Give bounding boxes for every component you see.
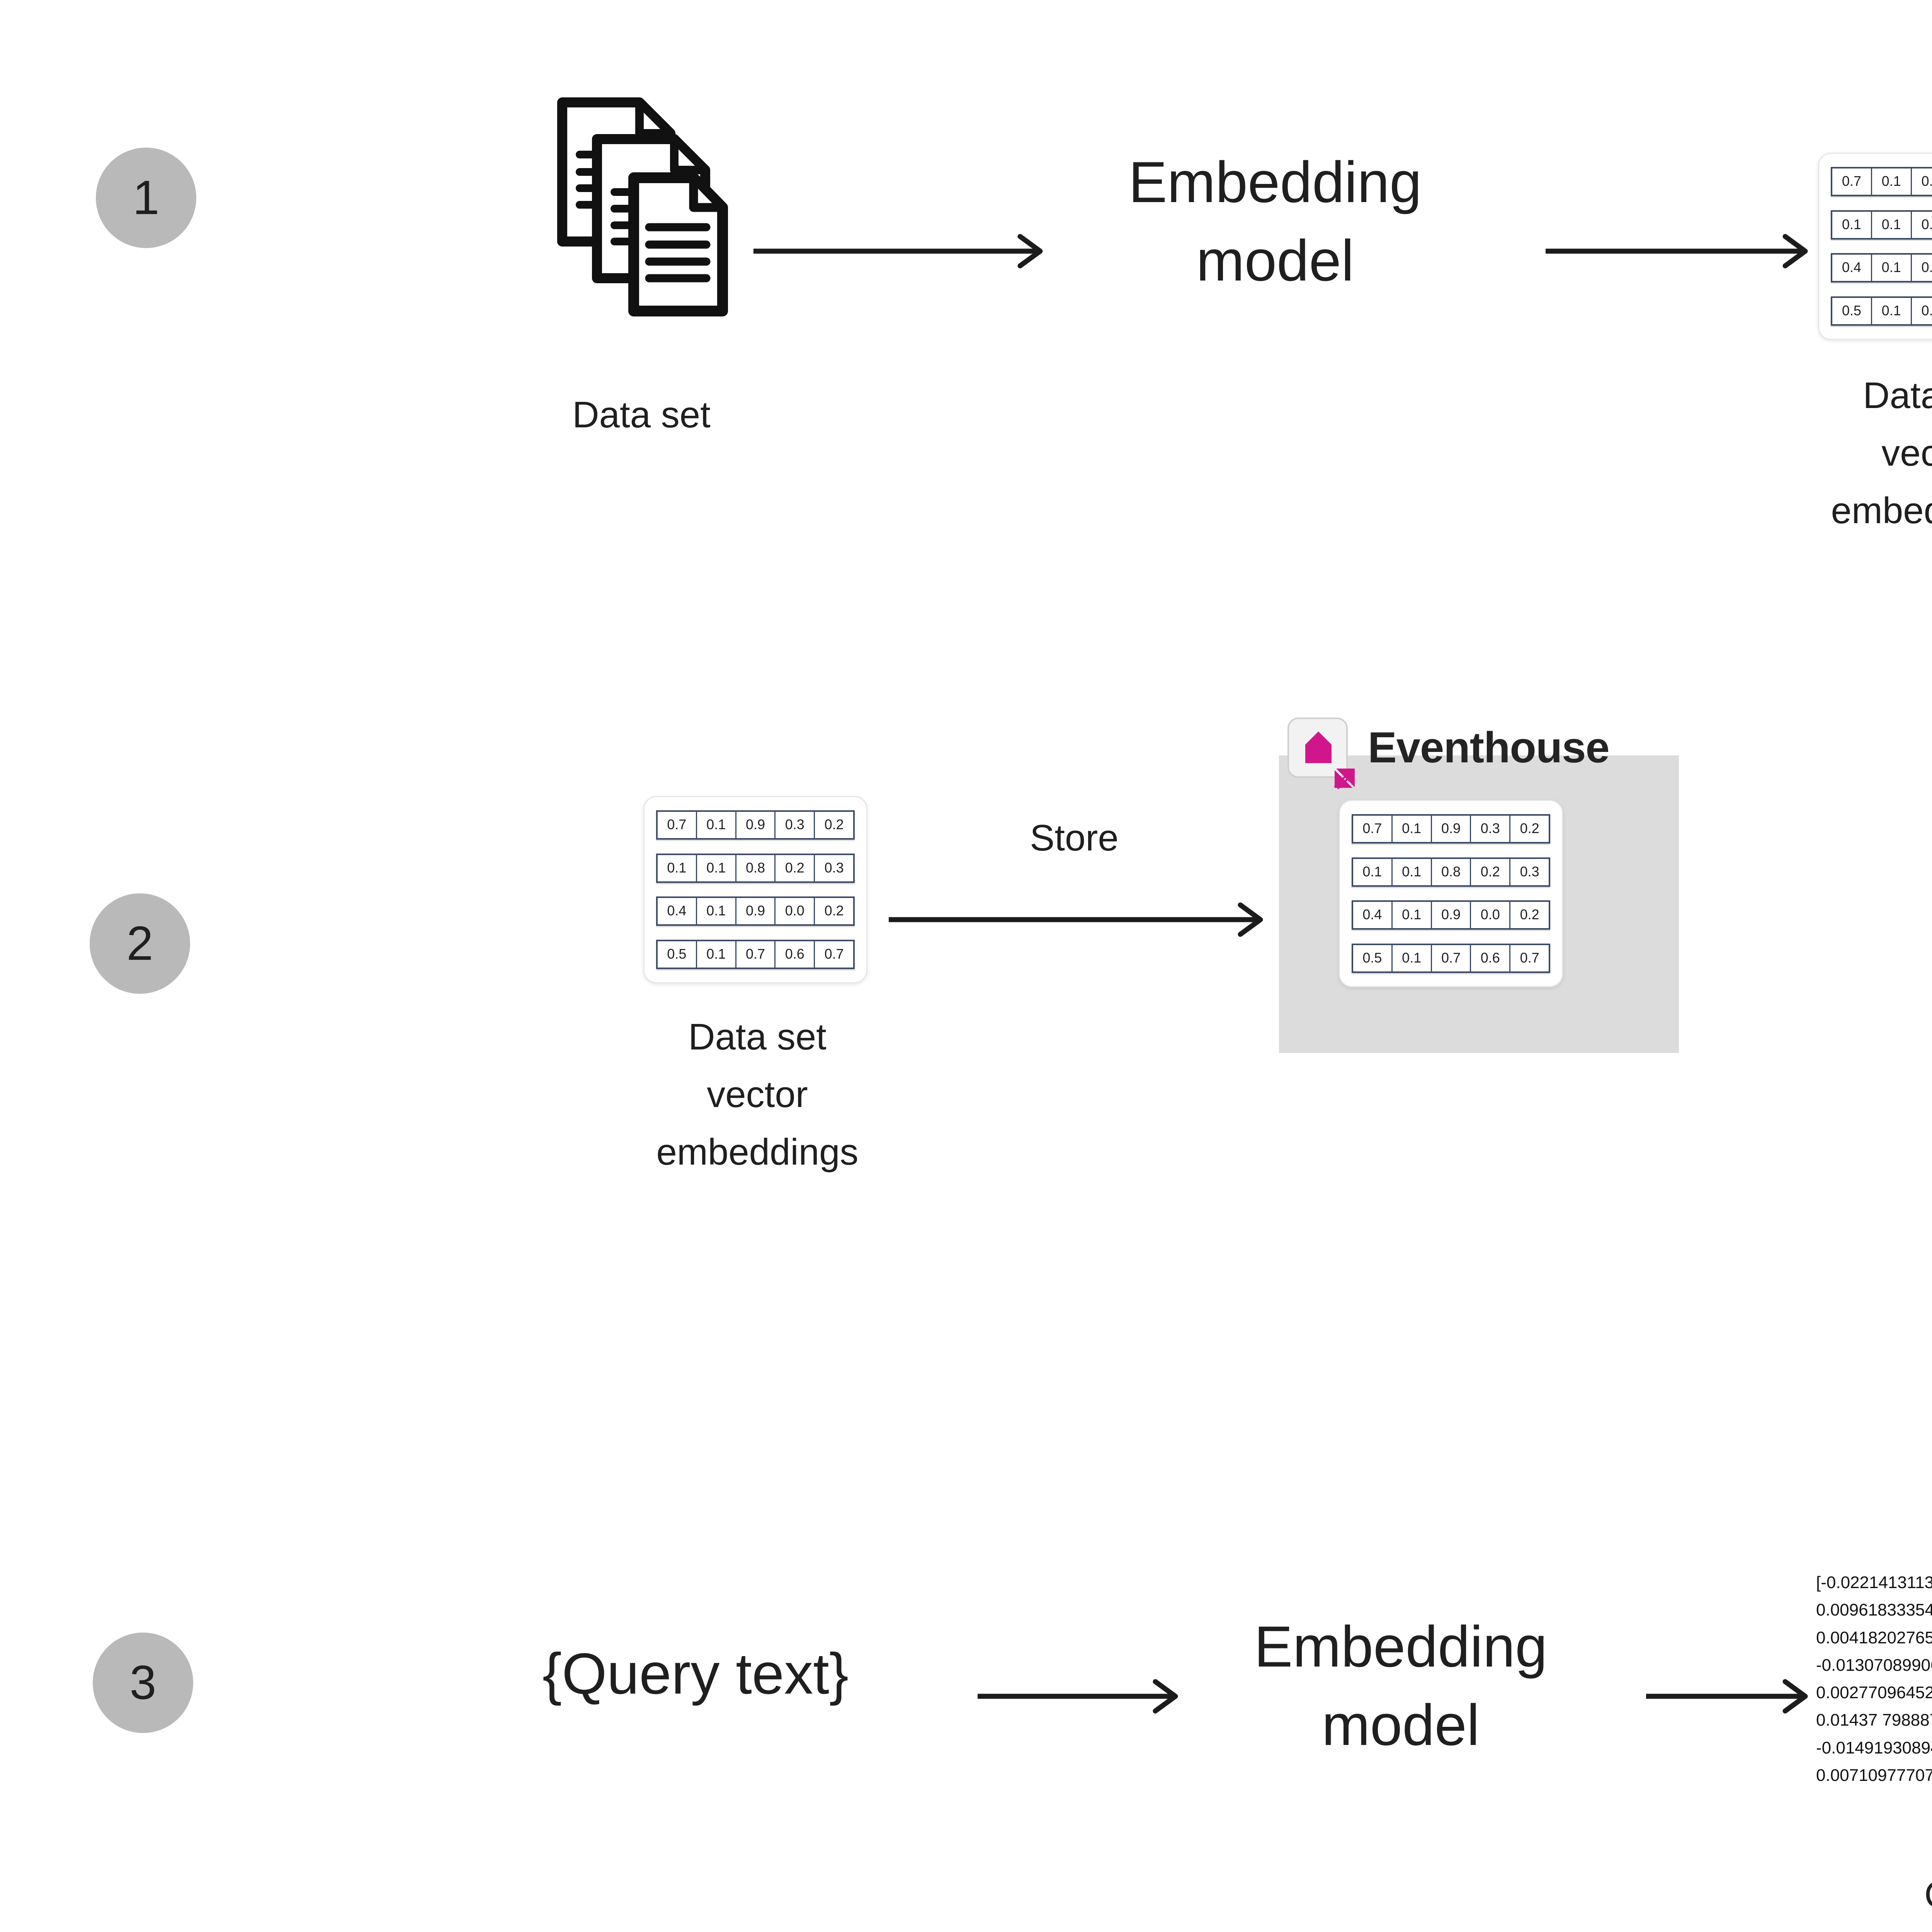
vector-cell: 0.1 [697,812,736,838]
arrow-query-to-model [978,1673,1198,1716]
vector-row: 0.40.10.90.00.2 [1831,253,1932,283]
vector-cell: 0.6 [1471,945,1511,971]
vector-grid-card-dataset: 0.70.10.90.30.20.10.10.80.20.30.40.10.90… [1818,153,1932,340]
step-number: 1 [133,171,160,224]
step1-source-caption: Data set [572,394,711,435]
step3-embedding-model-label: Embedding model [1254,1614,1548,1757]
vector-cell: 0.1 [1832,211,1872,238]
vector-cell: 0.7 [1432,945,1471,971]
vector-cell: 0.3 [1510,859,1549,885]
vector-cell: 0.3 [1471,816,1511,842]
vector-cell: 0.7 [1832,168,1872,195]
step-number: 3 [129,1656,156,1709]
vector-cell: 0.8 [1432,859,1471,885]
step-badge-1: 1 [96,148,196,248]
vector-cell: 0.1 [697,941,736,968]
vector-cell: 0.1 [1392,945,1432,971]
vector-cell: 0.7 [658,812,697,838]
vector-cell: 0.4 [658,898,697,925]
step-badge-3: 3 [93,1633,193,1733]
step3-output-caption: Query vector embedding [1828,1866,1932,1932]
vector-cell: 0.7 [815,941,853,968]
vector-cell: 0.7 [1912,298,1932,324]
step2-store-label: Store [1030,817,1119,859]
vector-cell: 0.1 [1872,255,1912,281]
vector-cell: 0.9 [1912,255,1932,281]
vector-cell: 0.6 [776,941,815,968]
vector-cell: 0.1 [1353,859,1393,885]
vector-cell: 0.5 [658,941,697,968]
step3-query-text: {Query text} [542,1641,849,1706]
vector-cell: 0.1 [1392,859,1432,885]
vector-row: 0.50.10.70.60.7 [1831,296,1932,326]
step-number: 2 [126,917,153,970]
vector-cell: 0.2 [1471,859,1511,885]
vector-cell: 0.2 [1510,816,1549,842]
vector-cell: 0.2 [1510,902,1549,929]
vector-cell: 0.1 [1872,298,1912,324]
vector-cell: 0.3 [815,855,853,881]
vector-cell: 0.1 [1872,168,1912,195]
arrow-store [889,896,1283,939]
vector-cell: 0.5 [1353,945,1393,971]
vector-cell: 0.2 [815,812,853,838]
vector-cell: 0.3 [776,812,815,838]
vector-cell: 0.1 [1872,211,1912,238]
vector-cell: 0.5 [1832,298,1872,324]
vector-cell: 0.9 [1912,168,1932,195]
vector-cell: 0.9 [1432,816,1471,842]
vector-cell: 0.8 [1912,211,1932,238]
eventhouse-house-icon [1287,717,1360,792]
step1-embedding-model-label: Embedding model [1128,150,1422,293]
vector-cell: 0.1 [697,898,736,925]
vector-cell: 0.7 [1510,945,1549,971]
vector-cell: 0.2 [815,898,853,925]
vector-row: 0.70.10.90.30.2 [1831,167,1932,196]
arrow-dataset-to-model [753,228,1063,270]
vector-cell: 0.2 [776,855,815,881]
vector-cell: 0.7 [1353,816,1393,842]
vector-cell: 0.8 [736,855,776,881]
vector-cell: 0.0 [776,898,815,925]
documents-icon [541,87,742,323]
vector-cell: 0.4 [1353,902,1393,929]
vector-cell: 0.1 [697,855,736,881]
step-badge-2: 2 [90,893,190,994]
arrow-model-to-queryvector [1646,1673,1828,1716]
eventhouse-title-store: Eventhouse [1368,723,1610,772]
arrow-model-to-vectors [1546,228,1828,270]
vector-cell: 0.9 [1432,902,1471,929]
vector-cell: 0.9 [736,898,776,925]
vector-row: 0.10.10.80.20.3 [1831,210,1932,240]
vector-cell: 0.4 [1832,255,1872,281]
vector-cell: 0.1 [1392,816,1432,842]
step2-input-caption: Data set vector embeddings [656,1016,859,1173]
step1-output-caption: Data set vector embeddings [1831,375,1932,531]
vector-cell: 0.1 [658,855,697,881]
vector-cell: 0.9 [736,812,776,838]
vector-cell: 0.0 [1471,902,1511,929]
vector-cell: 0.1 [1392,902,1432,929]
step3-query-vector-text: [-0.02214131131 7682266, -0.019329087808… [1816,1573,1932,1785]
vector-cell: 0.7 [736,941,776,968]
